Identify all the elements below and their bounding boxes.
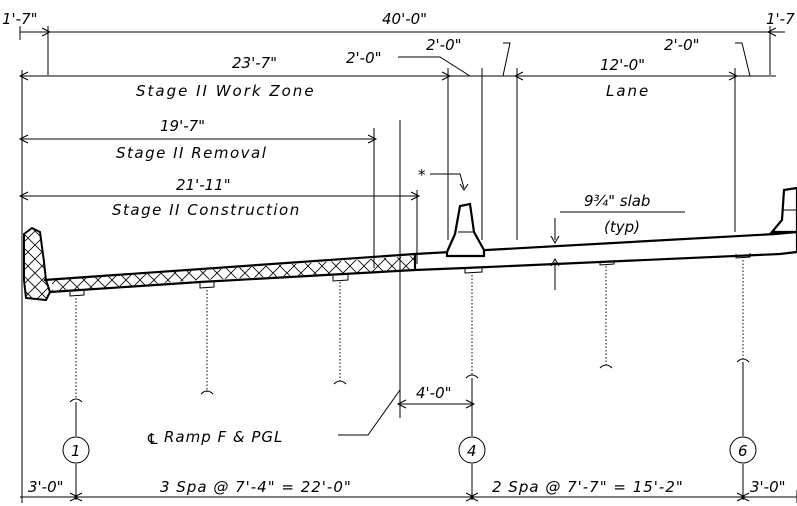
construction-dimension — [18, 190, 421, 264]
cl-offset-dimension — [396, 399, 476, 409]
cl-offset-dim: 4'-0" — [416, 384, 452, 402]
removal-length-dim: 19'-7" — [160, 117, 205, 135]
centerline-symbol: ℄ — [146, 430, 159, 448]
lane-length-dim: 12'-0" — [600, 56, 645, 74]
centerline-label: Ramp F & PGL — [164, 428, 283, 446]
spans-right-dim: 2 Spa @ 7'-7" = 15'-2" — [492, 478, 684, 496]
total-width-dim: 40'-0" — [382, 10, 427, 28]
span-dimension — [20, 300, 797, 503]
construction-length-dim: 21'-11" — [176, 176, 231, 194]
slab-thickness-leader — [550, 211, 685, 290]
work-zone-label: Stage II Work Zone — [136, 82, 316, 100]
pier-marker-1: 1 — [62, 436, 90, 464]
overall-width-dimension — [19, 26, 785, 75]
piles — [69, 260, 750, 500]
slab-typ-label: (typ) — [604, 218, 640, 236]
pier-label-6: 6 — [738, 442, 748, 460]
right-gap-dim: 2'-0" — [664, 36, 700, 54]
work-zone-length-dim: 23'-7" — [232, 54, 277, 72]
pier-marker-4: 4 — [458, 436, 486, 464]
centerline-leader — [338, 389, 401, 436]
left-overhang-dim: 1'-7" — [2, 10, 38, 28]
barrier-gap-b-dim: 2'-0" — [426, 36, 462, 54]
deck-section — [23, 186, 797, 302]
barrier-gap-a-dim: 2'-0" — [346, 49, 382, 67]
pier-label-4: 4 — [467, 442, 477, 460]
left-end-dim: 3'-0" — [28, 478, 64, 496]
spans-left-dim: 3 Spa @ 7'-4" = 22'-0" — [160, 478, 352, 496]
lane-label: Lane — [606, 82, 650, 100]
slab-thickness-label: 9¾" slab — [584, 192, 650, 210]
pier-label-1: 1 — [71, 442, 81, 460]
work-zone-dimension — [18, 42, 776, 300]
barrier-note-asterisk: * — [418, 166, 426, 184]
construction-label: Stage II Construction — [112, 201, 301, 219]
right-overhang-dim: 1'-7 — [766, 10, 795, 28]
right-end-dim: 3'-0" — [750, 478, 786, 496]
removal-dimension — [18, 128, 378, 268]
pier-marker-6: 6 — [729, 436, 757, 464]
asterisk-leader — [430, 173, 465, 189]
removal-label: Stage II Removal — [116, 144, 267, 162]
